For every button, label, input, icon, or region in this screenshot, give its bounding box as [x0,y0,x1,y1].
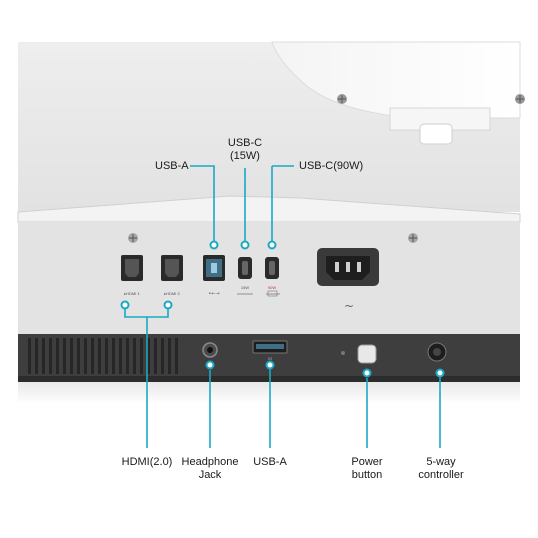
screw-icon [515,94,525,104]
usbc90-mark: 90W [268,285,276,290]
ac-power-inlet [317,248,379,286]
vent-slot [119,338,122,374]
vent-slot [77,338,80,374]
screw-icon [408,233,418,243]
vent-slot [49,338,52,374]
usb-symbol-mark: •←→ [208,291,219,297]
usbc15-mark: 15W [241,285,249,290]
power-button [357,344,377,364]
vent-slot [112,338,115,374]
screw-icon [337,94,347,104]
label-usb-c-15w: USB-C (15W) [227,137,263,162]
svg-text:SS: SS [268,357,273,361]
vent-slot [147,338,150,374]
usb-c-port-15w [238,257,252,279]
hdmi-port-1 [121,255,143,281]
bottom-strip-shade [18,376,520,382]
vent-slot [161,338,164,374]
vent-slot [42,338,45,374]
label-5-way-controller: 5-way controller [418,456,464,481]
vent-slot [154,338,157,374]
vent-slot [28,338,31,374]
ac-symbol: ~ [344,299,354,313]
usb-a-port-bottom: SS [252,340,288,361]
vent-slot [126,338,129,374]
vent-slot [98,338,101,374]
lower-bezel [18,382,520,404]
label-headphone-jack: Headphone Jack [181,456,239,481]
power-led [341,351,345,355]
five-way-controller [427,342,447,362]
vent-slot [91,338,94,374]
label-usb-a-bottom: USB-A [253,456,287,468]
vent-slot [133,338,136,374]
headphone-jack [202,342,218,358]
vent-slot [35,338,38,374]
vent-slot [168,338,171,374]
vent-grille [28,338,178,374]
stand-latch [419,123,453,145]
usb-symbol-icon [237,290,280,297]
vent-slot [56,338,59,374]
vent-slot [105,338,108,374]
vent-slot [175,338,178,374]
usb-a-port-top [203,255,225,281]
vent-slot [84,338,87,374]
hdmi-port-2 [161,255,183,281]
callout-dots [120,240,445,378]
screw-icon [128,233,138,243]
vent-slot [140,338,143,374]
label-hdmi: HDMI(2.0) [121,456,173,468]
callout-lines [124,165,441,448]
label-usb-a-top: USB-A [155,160,189,172]
vent-slot [63,338,66,374]
hdmi2-mark: ▸HDMI·2 [164,291,181,296]
usb-c-port-90w [265,257,279,279]
label-power-button: Power button [351,456,383,481]
vent-slot [70,338,73,374]
label-usb-c-90w: USB-C(90W) [299,160,364,172]
hdmi1-mark: ▸HDMI·1 [124,291,141,296]
